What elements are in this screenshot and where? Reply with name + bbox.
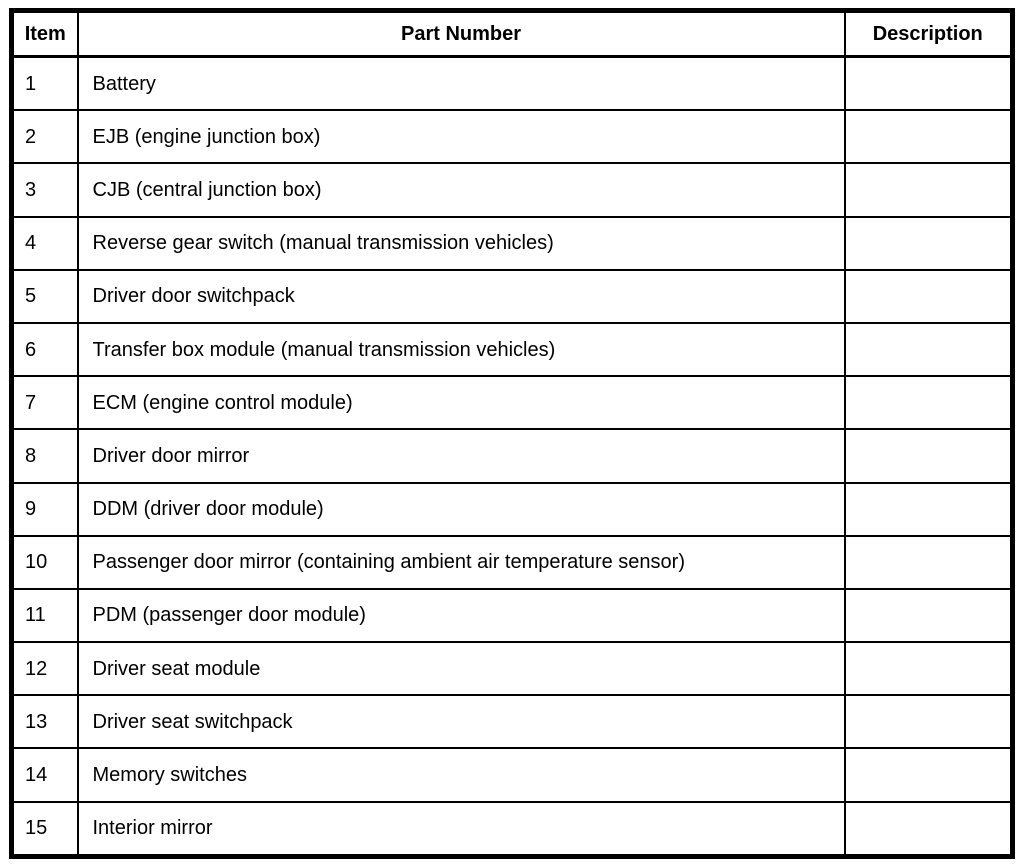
col-header-item: Item bbox=[10, 9, 79, 58]
part-number-cell: Driver door mirror bbox=[76, 428, 846, 484]
item-cell: 11 bbox=[10, 587, 79, 644]
item-cell: 9 bbox=[10, 481, 79, 537]
description-cell bbox=[843, 321, 1014, 378]
description-cell bbox=[843, 747, 1014, 803]
part-number-cell: Driver seat switchpack bbox=[76, 694, 846, 750]
description-cell bbox=[843, 428, 1014, 484]
col-header-description: Description bbox=[843, 9, 1014, 58]
part-number-cell: Battery bbox=[76, 55, 846, 112]
item-cell: 6 bbox=[10, 321, 79, 378]
part-number-cell: PDM (passenger door module) bbox=[76, 587, 846, 644]
item-cell: 8 bbox=[10, 428, 79, 484]
item-cell: 10 bbox=[10, 534, 79, 590]
part-number-cell: Driver door switchpack bbox=[76, 268, 846, 324]
part-number-cell: EJB (engine junction box) bbox=[76, 109, 846, 165]
col-header-part-number: Part Number bbox=[76, 9, 846, 58]
item-cell: 3 bbox=[10, 162, 79, 218]
description-cell bbox=[843, 109, 1014, 165]
item-cell: 5 bbox=[10, 268, 79, 324]
item-cell: 14 bbox=[10, 747, 79, 803]
part-number-cell: CJB (central junction box) bbox=[76, 162, 846, 218]
description-cell bbox=[843, 800, 1014, 858]
item-cell: 13 bbox=[10, 694, 79, 750]
item-cell: 4 bbox=[10, 215, 79, 271]
item-cell: 7 bbox=[10, 375, 79, 431]
description-cell bbox=[843, 587, 1014, 644]
part-number-cell: Interior mirror bbox=[76, 800, 846, 858]
description-cell bbox=[843, 162, 1014, 218]
part-number-cell: Transfer box module (manual transmission… bbox=[76, 321, 846, 378]
part-number-cell: Passenger door mirror (containing ambien… bbox=[76, 534, 846, 590]
description-cell bbox=[843, 268, 1014, 324]
table-header-row: Item Part Number Description bbox=[10, 9, 1014, 58]
item-cell: 15 bbox=[10, 800, 79, 858]
part-number-cell: Memory switches bbox=[76, 747, 846, 803]
description-cell bbox=[843, 641, 1014, 697]
description-cell bbox=[843, 481, 1014, 537]
description-cell bbox=[843, 694, 1014, 750]
description-cell bbox=[843, 375, 1014, 431]
item-cell: 2 bbox=[10, 109, 79, 165]
item-cell: 1 bbox=[10, 55, 79, 112]
description-cell bbox=[843, 215, 1014, 271]
part-number-cell: ECM (engine control module) bbox=[76, 375, 846, 431]
part-number-cell: Driver seat module bbox=[76, 641, 846, 697]
part-number-cell: DDM (driver door module) bbox=[76, 481, 846, 537]
part-number-cell: Reverse gear switch (manual transmission… bbox=[76, 215, 846, 271]
description-cell bbox=[843, 55, 1014, 112]
description-cell bbox=[843, 534, 1014, 590]
item-cell: 12 bbox=[10, 641, 79, 697]
